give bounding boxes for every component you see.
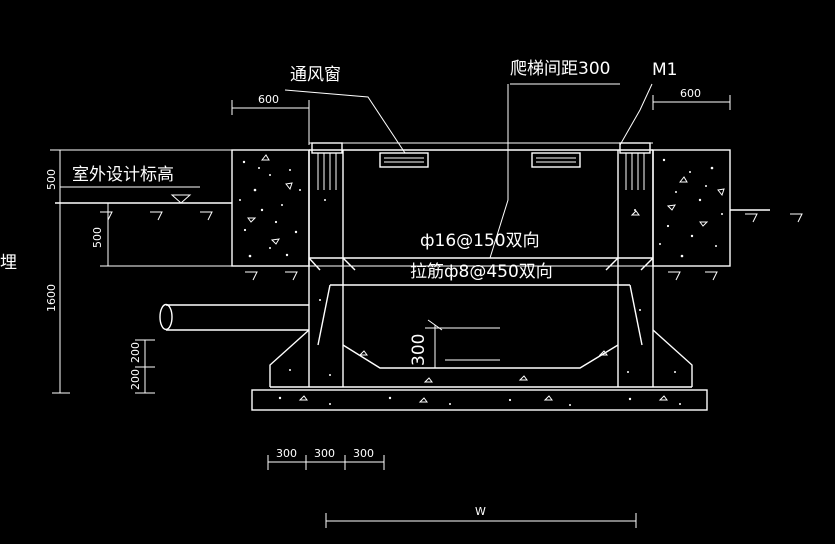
dim-600-left: 600 <box>258 93 279 106</box>
dim-1600: 1600 <box>45 284 58 312</box>
soil-right <box>652 149 731 267</box>
leader-lines <box>284 83 653 259</box>
m1-label: M1 <box>652 60 677 80</box>
chamber-structure <box>251 142 708 411</box>
outdoor-elevation-label: 室外设计标高 <box>72 165 174 185</box>
dim-600-right: 600 <box>680 87 701 100</box>
dim-500-mid: 500 <box>91 227 104 248</box>
inlet-pipe <box>159 303 309 331</box>
ladder-spacing-label: 爬梯间距300 <box>510 59 610 79</box>
hatch-cap-right <box>619 142 651 190</box>
dim-500-top: 500 <box>45 169 58 190</box>
vent-window-label: 通风窗 <box>290 65 341 85</box>
dim-300-bottom-1: 300 <box>276 447 297 460</box>
dimension-lines <box>52 95 731 528</box>
dim-w: W <box>475 505 486 518</box>
dim-300-bottom-2: 300 <box>314 447 335 460</box>
ground-lines <box>50 149 803 281</box>
edge-char: 埋 <box>0 253 17 273</box>
dim-200-lower: 200 <box>129 369 142 390</box>
vent-window-right <box>531 152 581 168</box>
main-rebar-label: ф16@150双向 <box>420 231 540 251</box>
dim-300-vertical: 300 <box>409 334 429 366</box>
dim-300-bottom-3: 300 <box>353 447 374 460</box>
hatch-cap-left <box>311 142 343 190</box>
tie-bar-label: 拉筋ф8@450双向 <box>410 262 553 282</box>
soil-left <box>231 149 310 267</box>
vent-window-left <box>379 152 429 168</box>
dim-200-upper: 200 <box>129 342 142 363</box>
